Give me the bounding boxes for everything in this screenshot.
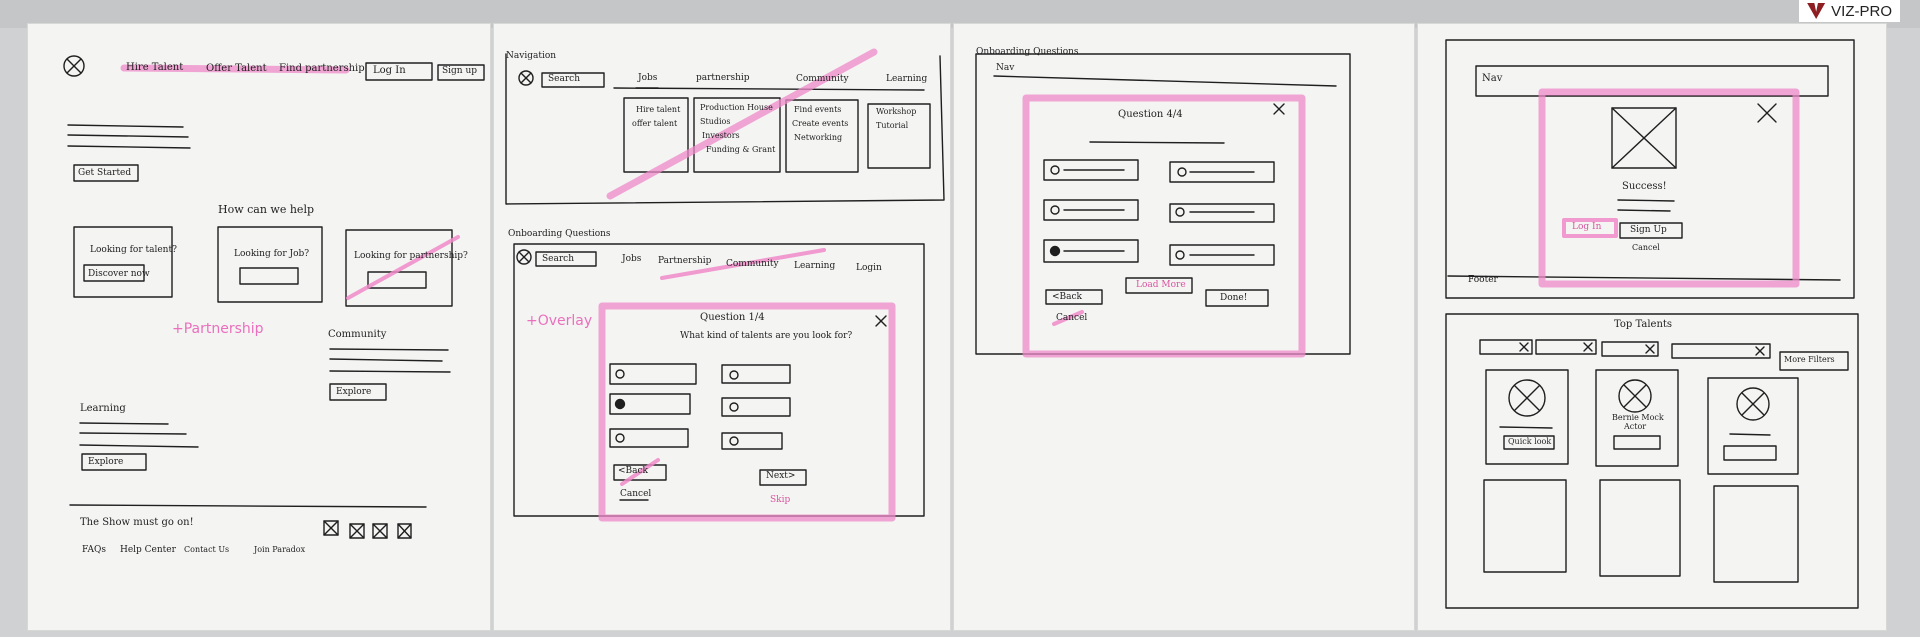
nav-jobs[interactable]: Jobs [638, 73, 658, 83]
onb-nav-partnership[interactable]: Partnership [658, 256, 712, 266]
footer-tagline: The Show must go on! [80, 517, 194, 528]
cancel-link[interactable]: Cancel [1632, 243, 1660, 252]
cancel-link[interactable]: Cancel [620, 489, 652, 499]
back-button[interactable]: <Back [618, 466, 649, 476]
footer-link-join[interactable]: Join Paradox [254, 545, 306, 554]
menu-community-item[interactable]: Networking [794, 133, 843, 142]
sheet-landing: Hire Talent Offer Talent Find partnershi… [28, 24, 490, 630]
onboarding-final-nav: Nav [996, 63, 1015, 73]
navigation-sketch [505, 48, 945, 522]
signup-button[interactable]: Sign up [442, 66, 478, 76]
talent-name: Bernie Mock [1612, 413, 1664, 422]
community-explore-button[interactable]: Explore [336, 387, 372, 397]
success-nav: Nav [1482, 73, 1503, 84]
next-button[interactable]: Next> [766, 471, 796, 481]
sheet-navigation: Navigation Search Jobs partnership Commu… [494, 24, 950, 630]
talent-role: Actor [1624, 422, 1647, 431]
load-more-button[interactable]: Load More [1136, 280, 1186, 290]
success-talents-sketch [1445, 39, 1859, 609]
onb-nav-learning[interactable]: Learning [794, 261, 836, 271]
navigation-title: Navigation [506, 51, 557, 61]
done-button[interactable]: Done! [1220, 293, 1248, 303]
onb-nav-jobs[interactable]: Jobs [622, 254, 642, 264]
onb-nav-search[interactable]: Search [542, 254, 574, 264]
card-talent-label: Looking for talent? [90, 245, 177, 255]
community-heading: Community [328, 329, 387, 340]
menu-partnership-item[interactable]: Investors [702, 131, 740, 140]
learning-heading: Learning [80, 403, 126, 414]
login-button[interactable]: Log In [373, 65, 406, 76]
card-job-label: Looking for Job? [234, 249, 310, 259]
sheet-success-talents: Nav Success! Log In Sign Up Cancel Foote… [1418, 24, 1886, 630]
back-button[interactable]: <Back [1052, 292, 1083, 302]
question-title: Question 1/4 [700, 312, 765, 323]
login-button[interactable]: Log In [1572, 222, 1602, 232]
brand-name: VIZ-PRO [1831, 2, 1892, 20]
learning-explore-button[interactable]: Explore [88, 457, 124, 467]
signup-button[interactable]: Sign Up [1630, 225, 1667, 235]
success-title: Success! [1622, 181, 1667, 192]
nav-find-partnership[interactable]: Find partnership [279, 63, 365, 74]
sheet-onboarding-final: Onboarding Questions Nav Question 4/4 Lo… [954, 24, 1414, 630]
landing-sketch [63, 55, 485, 539]
success-footer: Footer [1468, 275, 1498, 285]
menu-partnership-item[interactable]: Production House [700, 103, 773, 112]
nav-hire-talent[interactable]: Hire Talent [126, 62, 184, 73]
nav-search-input[interactable]: Search [548, 74, 580, 84]
get-started-button[interactable]: Get Started [78, 168, 132, 178]
top-talents-title: Top Talents [1614, 319, 1673, 330]
board-frame-top [0, 0, 1920, 28]
brand-logo: VIZ-PRO [1799, 0, 1900, 22]
menu-jobs-item[interactable]: offer talent [632, 119, 678, 128]
onboarding-title: Onboarding Questions [508, 229, 611, 239]
menu-learning-item[interactable]: Workshop [876, 107, 917, 116]
menu-partnership-item[interactable]: Funding & Grant [706, 145, 776, 154]
onb-nav-community[interactable]: Community [726, 259, 779, 269]
skip-link[interactable]: Skip [770, 495, 791, 505]
menu-community-item[interactable]: Create events [792, 119, 849, 128]
card-partnership-label: Looking for partnership? [354, 251, 468, 261]
onboarding-final-sketch [975, 53, 1351, 358]
nav-partnership[interactable]: partnership [696, 73, 750, 83]
menu-community-item[interactable]: Find events [794, 105, 842, 114]
question-text: What kind of talents are you look for? [680, 331, 853, 341]
onb-nav-login[interactable]: Login [856, 263, 882, 273]
footer-link-faqs[interactable]: FAQs [82, 545, 106, 555]
onboarding-final-title: Onboarding Questions [976, 47, 1079, 57]
overlay-note: +Overlay [526, 313, 593, 329]
question-final-title: Question 4/4 [1118, 109, 1183, 120]
menu-partnership-item[interactable]: Studios [700, 117, 731, 126]
more-filters-button[interactable]: More Filters [1784, 355, 1835, 364]
quick-look-button[interactable]: Quick look [1508, 437, 1552, 446]
nav-community[interactable]: Community [796, 74, 849, 84]
nav-offer-talent[interactable]: Offer Talent [206, 63, 267, 74]
brand-mark-icon [1807, 3, 1826, 19]
partnership-note: +Partnership [172, 321, 264, 337]
help-heading: How can we help [218, 203, 315, 216]
discover-now-button[interactable]: Discover now [88, 269, 150, 279]
cancel-link[interactable]: Cancel [1056, 313, 1088, 323]
menu-learning-item[interactable]: Tutorial [876, 121, 909, 130]
footer-link-contact[interactable]: Contact Us [184, 545, 230, 554]
menu-jobs-item[interactable]: Hire talent [636, 105, 681, 114]
footer-link-help-center[interactable]: Help Center [120, 545, 176, 555]
nav-learning[interactable]: Learning [886, 74, 928, 84]
